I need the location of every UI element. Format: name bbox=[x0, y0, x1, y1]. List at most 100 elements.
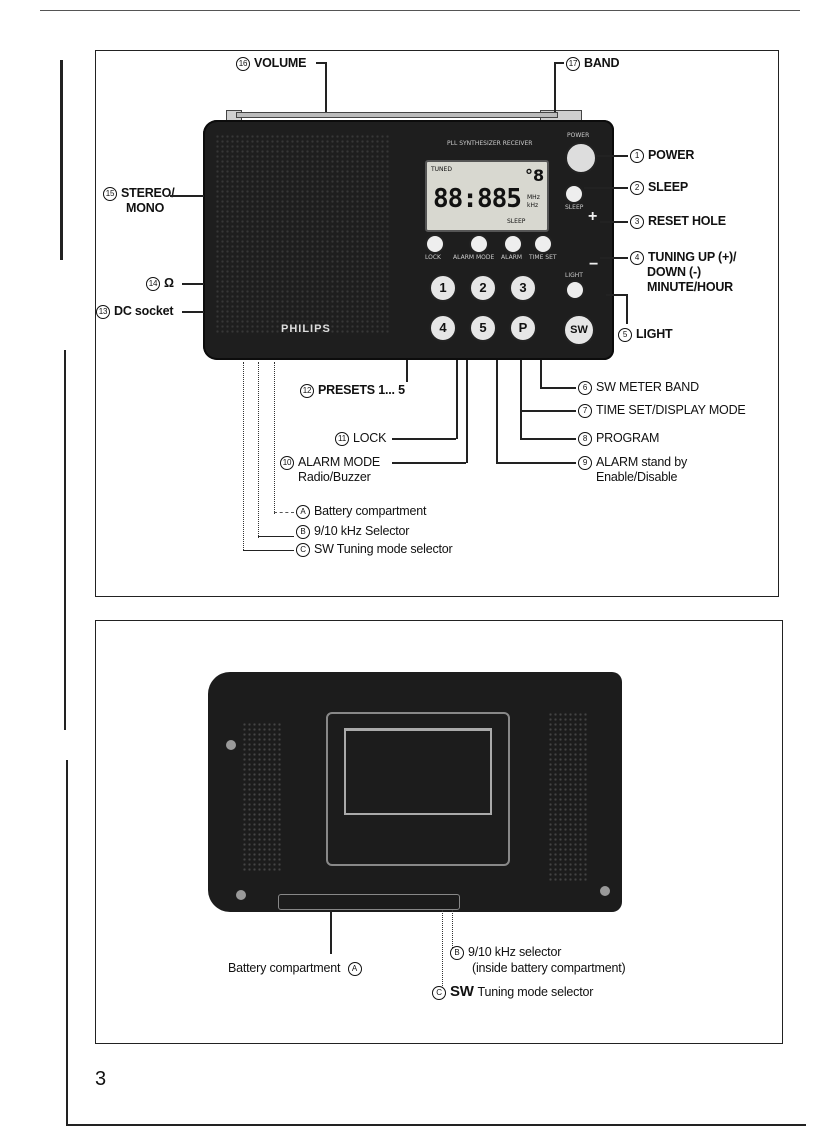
lock-button[interactable] bbox=[425, 234, 445, 254]
preset-button-4[interactable]: 4 bbox=[429, 314, 457, 342]
leader-lock-v bbox=[456, 360, 458, 439]
top-figure-frame bbox=[95, 50, 779, 597]
page-left-rule-3 bbox=[66, 760, 68, 1125]
back-grille-right bbox=[548, 712, 588, 882]
sleep-label: SLEEP bbox=[565, 204, 584, 211]
power-button[interactable] bbox=[565, 142, 597, 174]
leader-dc bbox=[182, 311, 204, 313]
leader-battery-bottom bbox=[330, 910, 332, 954]
leader-alarm-standby-v bbox=[496, 360, 498, 462]
lcd-unit-mhz: MHz bbox=[527, 194, 540, 201]
minus-sign: − bbox=[589, 256, 599, 273]
preset-button-2[interactable]: 2 bbox=[469, 274, 497, 302]
leader-light-h bbox=[606, 294, 626, 296]
lcd-band: °8 bbox=[525, 166, 545, 185]
label-alarm-standby-line2: Enable/Disable bbox=[596, 470, 678, 484]
preset-button-1[interactable]: 1 bbox=[429, 274, 457, 302]
label-headphone-num: 14 bbox=[146, 277, 160, 291]
page-bottom-rule bbox=[66, 1124, 806, 1126]
sw-button[interactable]: SW bbox=[563, 314, 595, 346]
lcd-digits: 88:885 bbox=[433, 184, 522, 214]
label-tuning-line3: MINUTE/HOUR bbox=[647, 280, 733, 294]
page-left-rule bbox=[60, 60, 63, 260]
small-label-lock: LOCK bbox=[425, 254, 441, 261]
screw-bl bbox=[236, 890, 246, 900]
label-power-num: 1 bbox=[630, 149, 644, 163]
label-alarm-mode-num: 10 bbox=[280, 456, 294, 470]
small-label-time-set: TIME SET bbox=[529, 254, 557, 261]
leader-tuning bbox=[600, 257, 628, 259]
light-button[interactable] bbox=[565, 280, 585, 300]
dotted-leader-sw bbox=[442, 910, 443, 988]
page-number: 3 bbox=[95, 1068, 106, 1090]
label-khz-bottom-num: B bbox=[450, 946, 464, 960]
leader-volume-h bbox=[316, 62, 326, 64]
dotted-leader-2 bbox=[258, 362, 259, 538]
dotted-leader-1 bbox=[243, 362, 244, 550]
antenna-rod bbox=[236, 112, 558, 118]
battery-door-outline bbox=[326, 712, 510, 866]
leader-headphone bbox=[182, 283, 204, 285]
small-label-alarm: ALARM bbox=[501, 254, 523, 261]
lcd-unit-khz: kHz bbox=[527, 202, 539, 209]
power-label: POWER bbox=[567, 132, 590, 139]
leader-sw-tuning-top bbox=[243, 550, 294, 551]
dotted-leader-khz bbox=[452, 910, 453, 948]
label-battery-bottom: Battery compartment A bbox=[228, 961, 366, 976]
leader-program-v bbox=[520, 410, 522, 438]
leader-alarm-standby-h bbox=[496, 462, 576, 464]
screw-br bbox=[600, 886, 610, 896]
page-top-rule bbox=[40, 10, 800, 11]
time-set-button[interactable] bbox=[533, 234, 553, 254]
sleep-button[interactable] bbox=[564, 184, 584, 204]
stand-outline bbox=[344, 728, 492, 815]
speaker-grille bbox=[215, 134, 390, 334]
lcd-sleep: SLEEP bbox=[507, 218, 526, 225]
label-khz-bottom-line2: (inside battery compartment) bbox=[472, 961, 626, 975]
leader-khz-top bbox=[258, 536, 294, 537]
dotted-leader-3 bbox=[274, 362, 275, 514]
preset-button-5[interactable]: 5 bbox=[469, 314, 497, 342]
leader-power bbox=[596, 155, 628, 157]
label-volume-num: 16 bbox=[236, 57, 250, 71]
leader-program-h bbox=[520, 438, 576, 440]
label-lock-num: 11 bbox=[335, 432, 349, 446]
leader-battery-top bbox=[274, 512, 294, 513]
leader-alarm-mode-h bbox=[392, 462, 466, 464]
program-button[interactable]: P bbox=[509, 314, 537, 342]
label-light-num: 5 bbox=[618, 328, 632, 342]
label-battery-top-num: A bbox=[296, 505, 310, 519]
lcd-display: TUNED 88:885 °8 MHz kHz SLEEP bbox=[425, 160, 549, 232]
label-band-num: 17 bbox=[566, 57, 580, 71]
back-grille-left bbox=[242, 722, 282, 872]
alarm-mode-button[interactable] bbox=[469, 234, 489, 254]
leader-time-set-h bbox=[520, 410, 576, 412]
label-sleep-num: 2 bbox=[630, 181, 644, 195]
label-reset-num: 3 bbox=[630, 215, 644, 229]
plus-sign: + bbox=[588, 208, 598, 225]
label-stereo-num: 15 bbox=[103, 187, 117, 201]
radio-back-illustration bbox=[208, 672, 622, 912]
page-left-rule-2 bbox=[64, 350, 66, 730]
alarm-button[interactable] bbox=[503, 234, 523, 254]
screw-tl bbox=[226, 740, 236, 750]
radio-front-illustration: PHILIPS PLL SYNTHESIZER RECEIVER TUNED 8… bbox=[203, 120, 614, 360]
label-program-num: 8 bbox=[578, 432, 592, 446]
label-stereo-line2: MONO bbox=[126, 201, 165, 215]
preset-button-3[interactable]: 3 bbox=[509, 274, 537, 302]
label-tuning-num: 4 bbox=[630, 251, 644, 265]
